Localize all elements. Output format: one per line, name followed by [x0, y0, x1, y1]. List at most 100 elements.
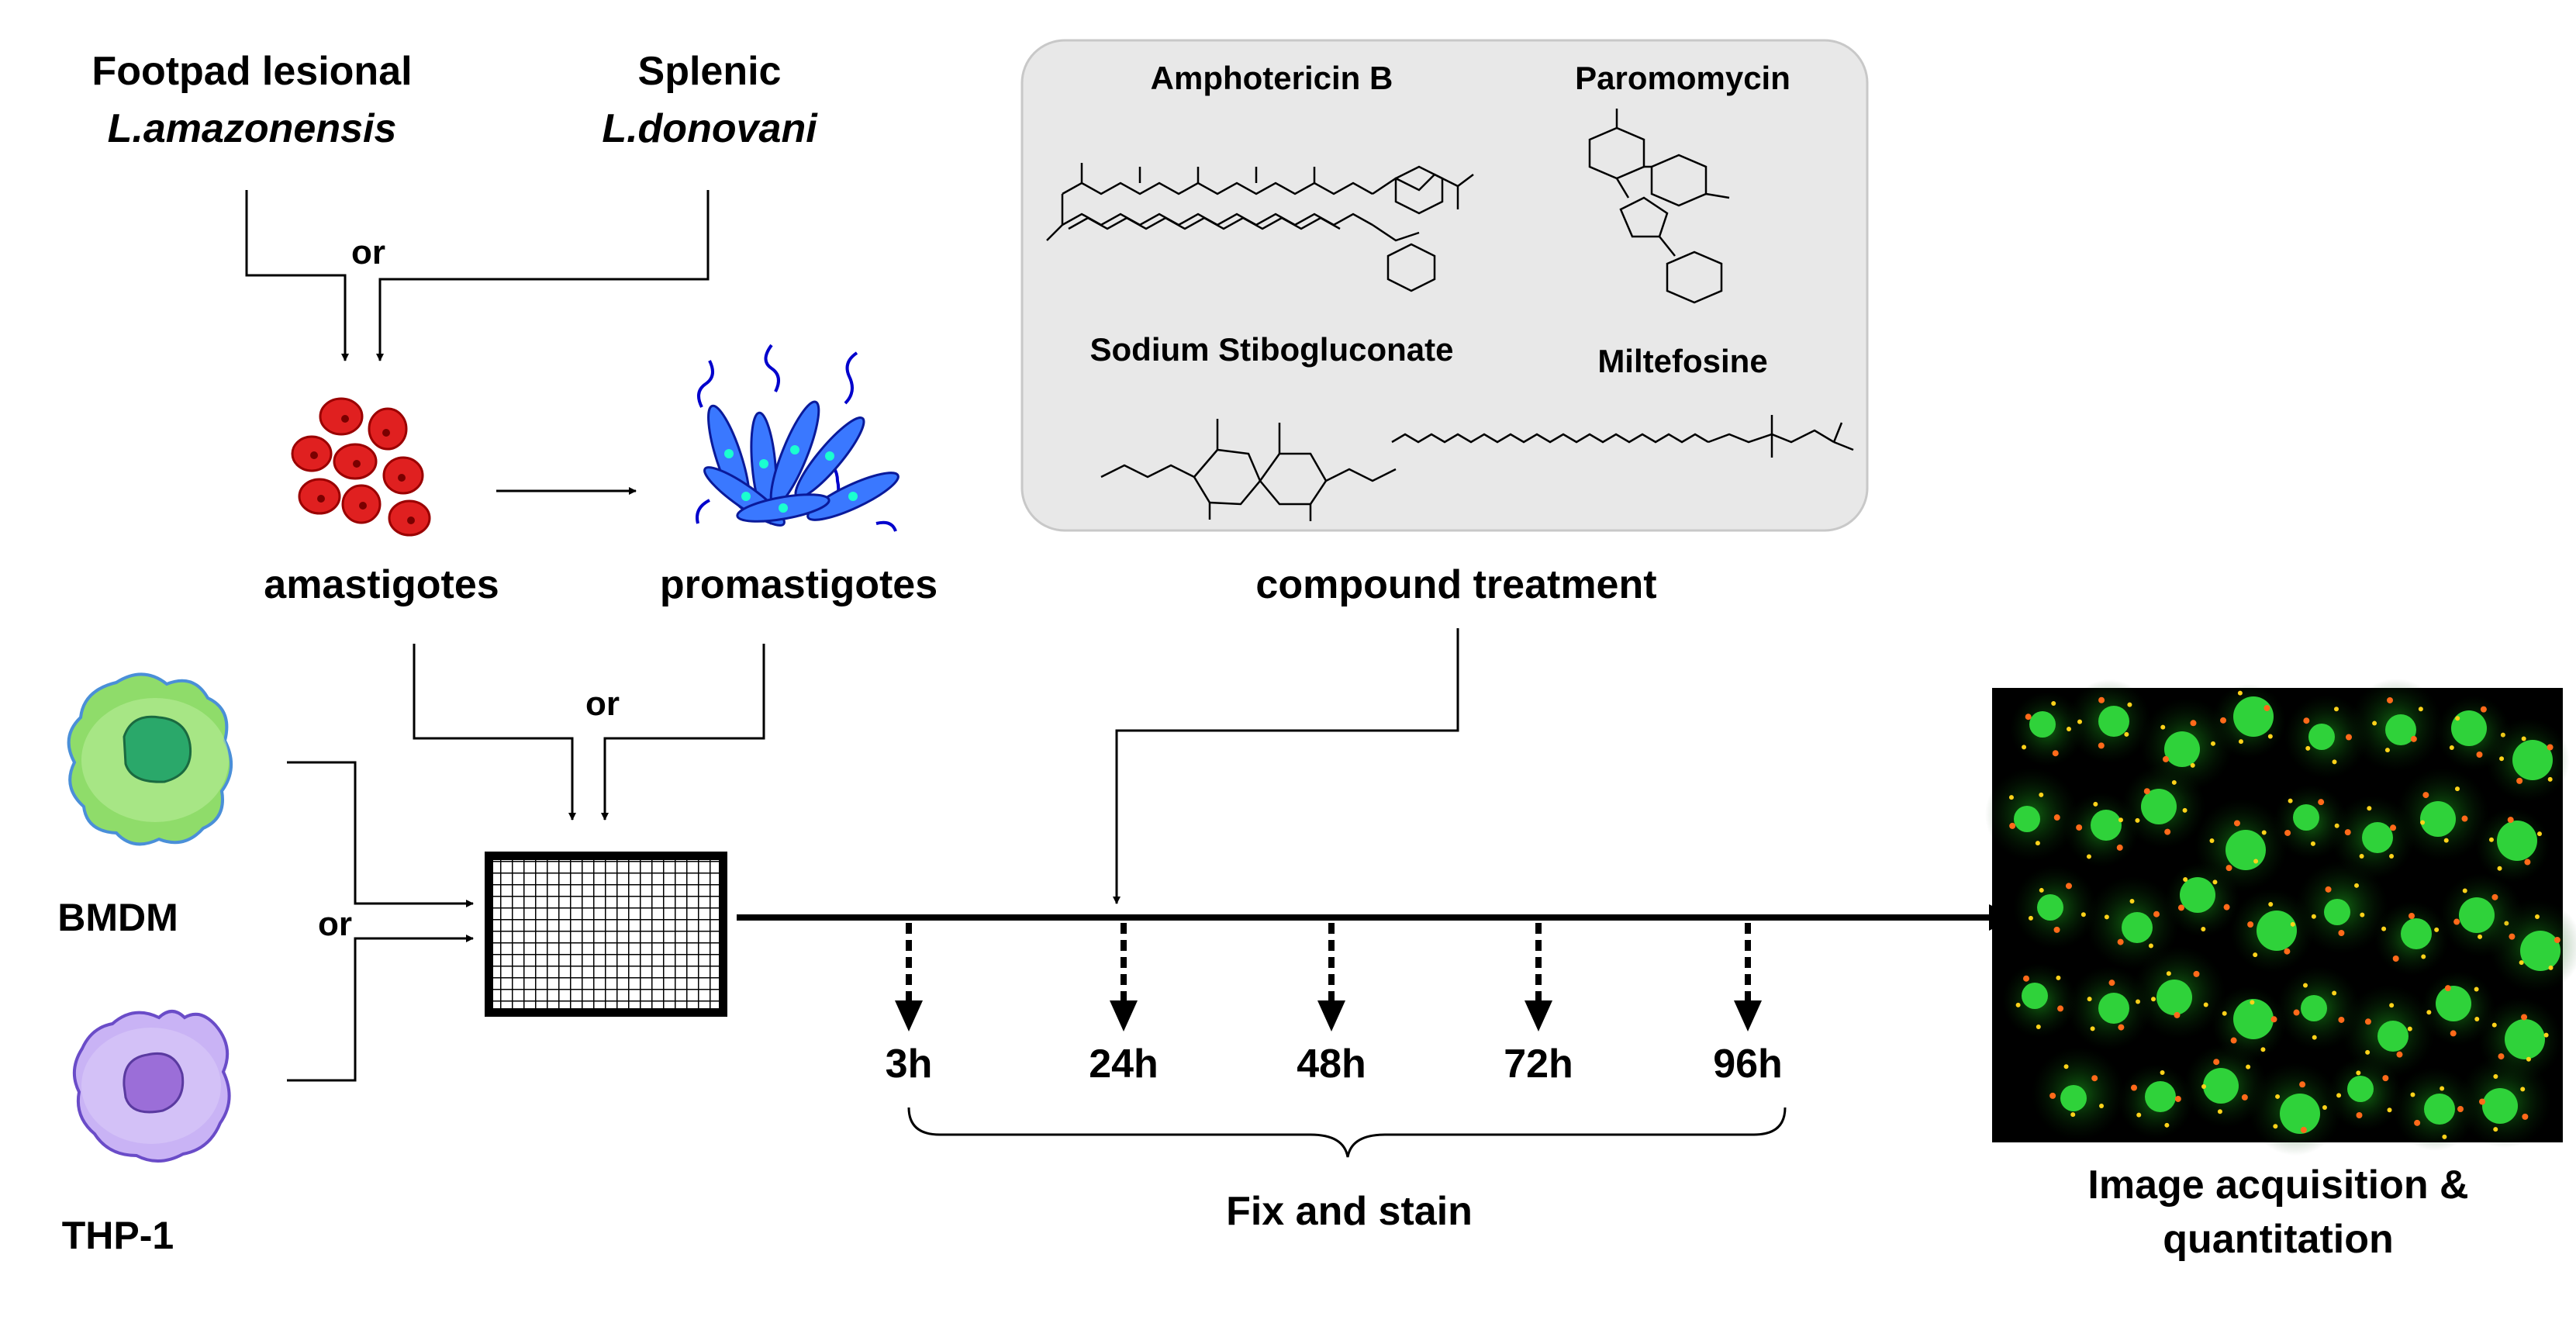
parasite-stain-dot	[2098, 696, 2105, 703]
parasite-stain-dot	[2443, 838, 2449, 843]
parasite-stain-dot	[2476, 752, 2483, 758]
parasite-stain-dot	[2322, 1105, 2327, 1111]
parasite-stain-dot	[2462, 888, 2467, 893]
parasite-stain-dot	[2284, 948, 2291, 955]
parasite-stain-dot	[2522, 1113, 2529, 1120]
paromomycin-label: Paromomycin	[1575, 60, 1790, 96]
source-connector	[245, 190, 710, 361]
parasite-stain-dot	[2129, 899, 2135, 904]
parasite-stain-dot	[2293, 1009, 2300, 1016]
parasite-stain-dot	[2222, 1011, 2227, 1016]
parasite-stain-dot	[2344, 829, 2351, 836]
parasite-stain-dot	[2253, 859, 2259, 864]
parasite-stain-dot	[2338, 1016, 2345, 1023]
cell-nucleus	[2203, 1068, 2239, 1104]
parasite-stain-dot	[2275, 1094, 2281, 1099]
parasite-stain-dot	[2356, 1112, 2363, 1119]
parasite-stain-dot	[2153, 911, 2160, 917]
parasite-stain-dot	[2372, 720, 2377, 726]
parasite-stain-dot	[2455, 786, 2460, 792]
parasite-stain-dot	[2023, 975, 2030, 982]
parasite-stain-dot	[2201, 926, 2206, 931]
parasite-stain-dot	[2284, 829, 2291, 836]
parasite-stain-dot	[2273, 1124, 2278, 1129]
parasite-stain-dot	[2190, 720, 2197, 727]
parasite-stain-dot	[2049, 1092, 2056, 1099]
parasite-stain-dot	[2414, 1119, 2421, 1126]
parasite-stain-dot	[2053, 926, 2060, 933]
parasite-stain-dot	[2247, 921, 2254, 928]
cell-nucleus	[2098, 993, 2129, 1024]
parasite-stain-dot	[2104, 914, 2109, 920]
parasite-stain-dot	[2332, 990, 2337, 996]
source-or-label: or	[351, 233, 385, 271]
parasite-stain-dot	[2051, 701, 2056, 707]
parasite-stain-dot	[2174, 1011, 2181, 1018]
cell-nucleus	[2141, 789, 2177, 824]
cell-nucleus	[2377, 1021, 2409, 1052]
cell-nucleus	[2459, 897, 2495, 933]
parasite-stain-dot	[2455, 716, 2460, 721]
parasite-stain-dot	[2028, 915, 2033, 921]
parasite-stain-dot	[2390, 824, 2397, 831]
parasite-stain-dot	[2520, 1087, 2526, 1092]
timepoint-label: 72h	[1504, 1042, 1573, 1087]
parasite-stain-dot	[2407, 1026, 2412, 1031]
parasite-stain-dot	[2421, 954, 2426, 959]
parasite-stain-dot	[2241, 1094, 2248, 1101]
bmdm-cell-icon	[67, 672, 233, 846]
parasite-stain-dot	[2381, 926, 2387, 931]
parasite-stain-dot	[2526, 1056, 2531, 1062]
parasite-stain-dot	[2151, 997, 2156, 1002]
thp1-label: THP-1	[61, 1214, 174, 1257]
cell-nucleus	[2324, 899, 2350, 925]
parasite-stain-dot	[2332, 759, 2337, 765]
parasite-stain-dot	[2136, 1112, 2142, 1118]
parasite-stain-dot	[2039, 792, 2044, 797]
parasite-stain-dot	[2190, 762, 2195, 768]
parasite-stain-dot	[2420, 820, 2426, 825]
parasite-stain-dot	[2288, 798, 2293, 803]
parasite-stain-dot	[2480, 706, 2487, 713]
cell-nucleus	[2301, 995, 2327, 1021]
parasite-stain-dot	[2519, 960, 2524, 966]
parasite-stain-dot	[2086, 854, 2091, 859]
bmdm-label: BMDM	[57, 896, 178, 939]
stibogluconate-label: Sodium Stibogluconate	[1089, 331, 1454, 368]
thp1-cell-icon	[73, 1010, 231, 1163]
parasite-stain-dot	[2389, 1003, 2395, 1008]
parasite-stain-dot	[2359, 854, 2364, 859]
parasite-stain-dot	[2547, 776, 2553, 782]
parasite-stain-dot	[2164, 828, 2171, 835]
parasite-stain-dot	[2077, 719, 2083, 724]
parasite-stain-dot	[2310, 841, 2315, 846]
parasite-stain-dot	[2127, 702, 2132, 707]
parasite-stain-dot	[2124, 731, 2129, 737]
parasite-stain-dot	[2108, 980, 2115, 987]
parasite-stain-dot	[2442, 1134, 2447, 1139]
parasite-stain-dot	[2238, 739, 2243, 745]
parasite-stain-dot	[2364, 1018, 2371, 1025]
timepoint-arrows	[895, 923, 1762, 1031]
parasite-stain-dot	[2479, 1098, 2486, 1105]
parasite-stain-dot	[2311, 914, 2316, 919]
parasite-stain-dot	[2418, 707, 2423, 712]
source2-title: Splenic	[637, 49, 782, 94]
amphotericin-label: Amphotericin B	[1150, 60, 1393, 96]
parasite-stain-dot	[2212, 879, 2218, 885]
parasite-stain-dot	[2312, 1035, 2317, 1040]
parasite-stain-dot	[2303, 717, 2310, 724]
cell-nucleus	[2362, 822, 2393, 853]
parasite-stain-dot	[2410, 1092, 2415, 1097]
promastigotes-label: promastigotes	[659, 562, 938, 607]
parasite-stain-dot	[2488, 837, 2494, 842]
parasite-stain-dot	[2217, 1109, 2222, 1114]
parasite-stain-dot	[2444, 985, 2451, 992]
parasite-stain-dot	[2543, 1032, 2549, 1038]
paromomycin-structure-icon	[1588, 109, 1730, 304]
parasite-stain-dot	[2183, 876, 2188, 882]
parasite-stain-dot	[2548, 965, 2554, 970]
timepoint-arrow-head	[1110, 1000, 1138, 1031]
timepoint-label: 24h	[1089, 1042, 1159, 1087]
